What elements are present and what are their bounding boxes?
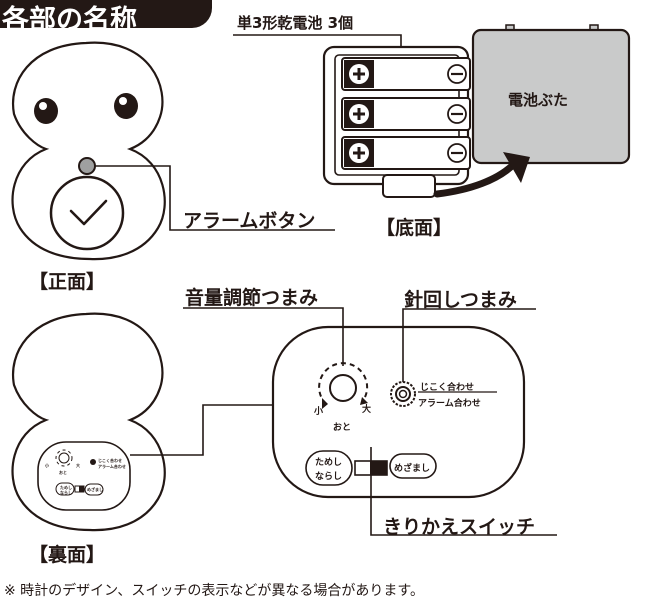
mini-trial-line1: ためし xyxy=(60,485,72,490)
panel-large-label: 大 xyxy=(362,405,372,415)
back-caption: 【裏面】 xyxy=(29,544,106,566)
hands-knob-label: 針回しつまみ xyxy=(404,289,517,311)
footnote: ※ 時計のデザイン、スイッチの表示などが異なる場合があります。 xyxy=(4,583,424,599)
volume-knob-label: 音量調節つまみ xyxy=(185,287,319,309)
mode-switch[interactable] xyxy=(354,460,388,476)
mini-panel-details xyxy=(55,449,104,496)
mini-sound-label: おと xyxy=(59,470,67,475)
volume-knob[interactable] xyxy=(318,362,369,409)
battery-label: 単3形乾電池 3個 xyxy=(237,14,354,32)
hands-knob-gear-icon[interactable] xyxy=(390,381,416,407)
alarm-button-leader xyxy=(95,165,335,231)
battery-cover xyxy=(471,24,631,165)
trial-button-shape[interactable] xyxy=(305,450,353,486)
battery-cover-label: 電池ぶた xyxy=(508,91,569,109)
mini-wake-label: めざまし xyxy=(87,487,103,492)
mini-alarm-set-label: アラーム合わせ xyxy=(98,464,126,469)
hands-knob-leader xyxy=(402,308,536,383)
mini-small-label: 小 xyxy=(45,463,49,468)
front-eyes xyxy=(34,93,138,124)
wake-button-shape[interactable] xyxy=(389,453,437,479)
front-caption: 【正面】 xyxy=(29,271,106,293)
mini-time-set-label: じこく合わせ xyxy=(98,458,122,463)
volume-knob-leader xyxy=(183,307,344,366)
bottom-caption: 【底面】 xyxy=(376,217,453,239)
panel-alarm-set-label: アラーム合わせ xyxy=(418,399,481,409)
battery-2 xyxy=(341,97,471,131)
panel-wake-label: めざまし xyxy=(394,464,431,474)
curved-arrow-icon xyxy=(433,152,530,198)
alarm-button[interactable] xyxy=(78,157,96,175)
back-panel-leader xyxy=(130,404,273,456)
panel-trial-line1: ためし xyxy=(315,458,343,468)
mini-trial-line2: ならし xyxy=(60,490,72,495)
panel-trial-line2: ならし xyxy=(315,472,343,482)
header-badge xyxy=(0,0,212,28)
switch-leader xyxy=(370,447,557,536)
mini-large-label: 大 xyxy=(76,463,80,468)
page-title: 各部の名称 xyxy=(2,5,137,36)
panel-time-set-label: じこく合わせ xyxy=(420,383,475,393)
back-mini-panel xyxy=(37,441,131,511)
panel-sound-label: おと xyxy=(333,423,352,433)
battery-1 xyxy=(341,57,471,91)
front-clock-face xyxy=(49,175,125,251)
battery-3 xyxy=(341,136,471,170)
alarm-button-label: アラームボタン xyxy=(183,210,316,232)
panel-small-label: 小 xyxy=(314,407,324,417)
switch-label: きりかえスイッチ xyxy=(383,516,536,538)
